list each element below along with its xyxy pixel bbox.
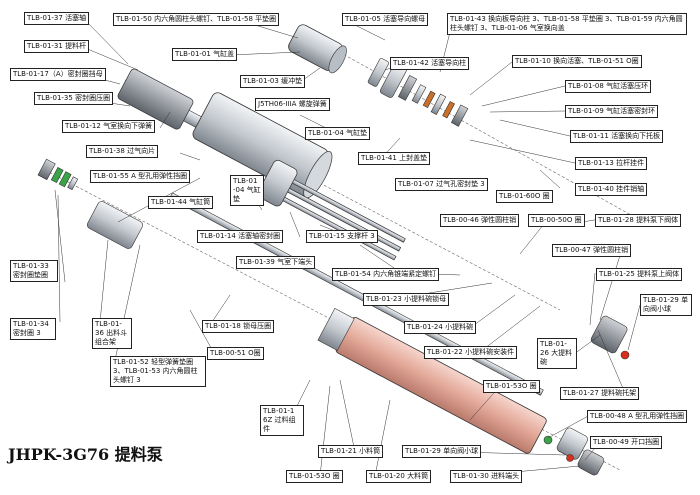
valve-parts <box>543 315 630 476</box>
label-shaft-seal: TLB-01-14 活塞轴密封圈 <box>197 230 284 243</box>
label-circlip-a: TLB-01-55 A 型孔用弹性挡圈 <box>90 170 191 183</box>
label-upper-valve-body: TLB-01-25 提料泵上阀体 <box>596 268 683 281</box>
label-reversing-piston: TLB-01-10 换向活塞、TLB-01-51 O圈 <box>512 55 642 68</box>
label-seal-3: TLB-01-34 密封圈 3 <box>10 318 56 340</box>
label-cup-bracket: TLB-01-27 提料碗托架 <box>560 387 640 400</box>
label-coil-spring: J5TH06-IIIA 螺旋弹簧 <box>255 98 330 111</box>
label-piston-seal-ring: TLB-01-09 气缸活塞密封环 <box>565 105 659 118</box>
label-spring-washer-screw: TLB-01-52 轻型弹簧垫圈 3、TLB-01-53 内六角圆柱头螺钉 3 <box>110 356 206 387</box>
label-reversing-spring: TLB-01-12 气室换向下弹簧 <box>62 120 156 133</box>
label-support-rod: TLB-01-15 支撑杆 3 <box>306 230 378 243</box>
diagram-title: JHPK-3G76 提料泵 <box>8 445 163 464</box>
label-outlet-bracket: TLB-01-36 出料斗组合架 <box>92 318 132 349</box>
left-seal-parts <box>37 158 144 249</box>
label-guide-nut: TLB-01-05 活塞导向螺母 <box>342 13 429 26</box>
label-transfer-assembly: TLB-01-1 6Z 过料组件 <box>260 405 304 436</box>
label-piston-press-ring: TLB-01-08 气缸活塞压环 <box>565 80 652 93</box>
label-seal-washer: TLB-01-33 密封圈垫圈 <box>10 260 58 282</box>
label-cup-mount: TLB-01-22 小提料碗安装件 <box>424 346 518 359</box>
label-lower-plate: TLB-01-11 活塞换向下托板 <box>570 130 664 143</box>
label-large-cup: TLB-01-26 大提料碗 <box>537 338 577 369</box>
label-open-retainer: TLB-00-49 开口挡圈 <box>590 436 663 449</box>
label-check-ball-a: TLB-01-29 单向阀小球 <box>640 294 692 316</box>
cylinder-cover <box>288 24 347 74</box>
label-guide-post: TLB-01-42 活塞导向柱 <box>390 57 470 70</box>
label-o-ring-50: TLB-00-50O 圈 <box>528 214 585 227</box>
label-spring-pin-46: TLB-00-46 弹性圆柱销 <box>440 214 520 227</box>
label-air-vane: TLB-01-38 过气向片 <box>86 145 159 158</box>
label-o-ring-60: TLB-01-60O 圈 <box>496 190 553 203</box>
label-buffer-pad: TLB-01-03 缓冲垫 <box>240 75 306 88</box>
label-cylinder-gasket-a: TLB-01 -04 气缸垫 <box>230 175 264 206</box>
label-hex-screw-washer: TLB-01-50 内六角圆柱头螺钉、TLB-01-58 平垫圈 <box>113 13 280 26</box>
label-cup-lock-nut: TLB-01-23 小提料碗锁母 <box>363 293 450 306</box>
large-barrel <box>317 307 547 454</box>
label-rod-hanger: TLB-01-13 拉杆挂件 <box>575 157 648 170</box>
label-seal-lock-nut: TLB-01-17（A）密封圈挡母 <box>10 68 106 81</box>
label-hanger-pin: TLB-01-40 挂件销轴 <box>575 183 648 196</box>
support-rods <box>257 159 406 261</box>
label-top-gasket: TLB-01-41 上封盖垫 <box>358 152 431 165</box>
feed-rod <box>169 192 544 396</box>
label-inlet-head: TLB-01-30 进料端头 <box>450 470 523 483</box>
label-cylinder-gasket-b: TLB-01-04 气缸垫 <box>305 127 371 140</box>
label-small-cup: TLB-01-24 小提料碗 <box>404 321 477 334</box>
label-piston-shaft: TLB-01-37 活塞轴 <box>24 12 90 25</box>
label-reversing-cover: TLB-01-43 换向板导向柱 3、TLB-01-58 平垫圈 3、TLB-0… <box>447 13 687 35</box>
label-large-barrel: TLB-01-20 大料筒 <box>366 470 432 483</box>
label-cylinder-barrel: TLB-01-44 气缸筒 <box>148 196 214 209</box>
reversing-valve-stack <box>367 58 469 127</box>
label-o-ring-53-a: TLB-01-53O 圈 <box>286 470 343 483</box>
label-spring-pin-47: TLB-00-47 弹性圆柱销 <box>552 244 632 257</box>
label-circlip-48: TLB-00-48 A 型孔用弹性挡圈 <box>587 410 688 423</box>
label-cylinder-cover: TLB-01-01 气缸盖 <box>172 48 238 61</box>
label-lower-end: TLB-01-39 气室下端头 <box>236 256 316 269</box>
label-o-ring-51: TLB-00-51 O圈 <box>207 347 264 360</box>
label-lift-rod: TLB-01-31 提料杆 <box>24 40 90 53</box>
label-small-barrel: TLB-01-21 小料筒 <box>318 445 384 458</box>
label-o-ring-53-b: TLB-01-53O 圈 <box>483 380 540 393</box>
label-check-ball-b: TLB-01-29 单向阀小球 <box>402 445 482 458</box>
label-seal-press-ring: TLB-01-35 密封圈压圈 <box>34 92 114 105</box>
label-lock-press-ring: TLB-01-18 锁母压圈 <box>202 320 275 333</box>
label-set-screw: TLB-01-54 内六角锥端紧定螺钉 <box>332 268 440 281</box>
label-lower-valve-body: TLB-01-28 提料泵下阀体 <box>595 214 682 227</box>
label-air-hole-seal: TLB-01-07 过气孔密封垫 3 <box>395 178 488 191</box>
